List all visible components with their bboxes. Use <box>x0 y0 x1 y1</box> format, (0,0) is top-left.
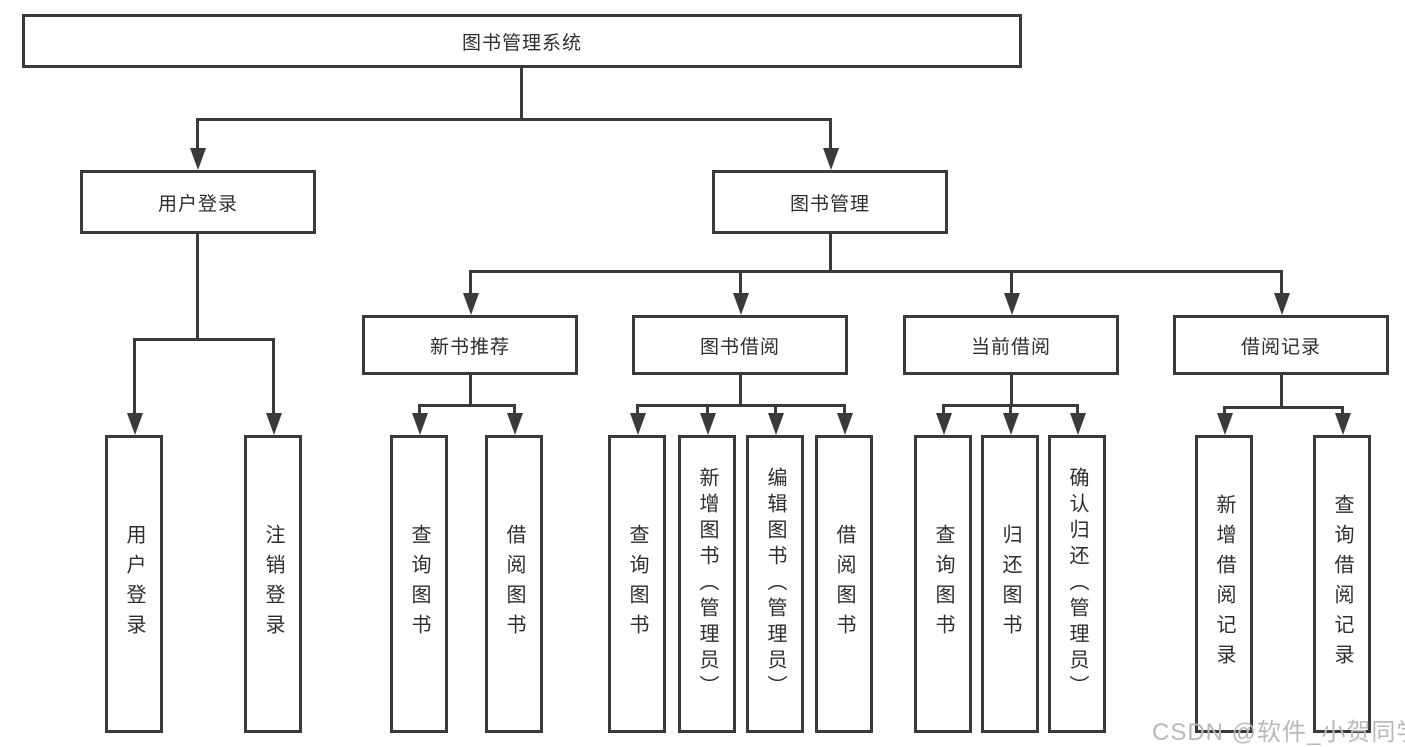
arrow-cb-query-book <box>936 413 952 435</box>
leaf-cb-confirm-return-admin: 确认归还（管理员） <box>1048 435 1106 733</box>
arrow-leaf-user-login <box>127 413 143 435</box>
arrow-nbr-query-book <box>412 413 428 435</box>
arrow-cb-confirm-return <box>1070 413 1086 435</box>
leaf-label: 借阅图书 <box>833 524 855 644</box>
arrow-current-borrow <box>1004 293 1020 315</box>
node-book-management: 图书管理 <box>712 170 948 234</box>
connector-nbr-stem <box>469 375 472 407</box>
arrow-cb-return-book <box>1003 413 1019 435</box>
leaf-nbr-query-book: 查询图书 <box>390 435 448 733</box>
leaf-cb-return-book: 归还图书 <box>981 435 1039 733</box>
connector-cb-c1 <box>942 404 945 416</box>
node-label: 图书管理 <box>789 193 870 215</box>
leaf-label: 查询借阅记录 <box>1331 494 1353 674</box>
node-new-book-recommend: 新书推荐 <box>362 315 578 375</box>
leaf-label: 借阅图书 <box>503 524 525 644</box>
connector-to-book-borrow <box>739 270 742 295</box>
leaf-label: 查询图书 <box>408 524 430 644</box>
arrow-bb-borrow-book <box>837 413 853 435</box>
connector-bb-bus <box>637 404 845 407</box>
connector-br-bus <box>1224 406 1343 409</box>
leaf-bb-borrow-book: 借阅图书 <box>815 435 873 733</box>
leaf-logout-login: 注销登录 <box>244 435 302 733</box>
leaf-label: 编辑图书（管理员） <box>764 467 786 701</box>
leaf-cb-query-book: 查询图书 <box>914 435 972 733</box>
connector-bb-c2 <box>706 404 709 416</box>
leaf-bb-query-book: 查询图书 <box>608 435 666 733</box>
arrow-user-login <box>190 148 206 170</box>
arrow-borrow-record <box>1274 293 1290 315</box>
leaf-label: 查询图书 <box>932 524 954 644</box>
node-borrow-record: 借阅记录 <box>1173 315 1389 375</box>
arrow-nbr-borrow-book <box>507 413 523 435</box>
connector-nbr-c1 <box>418 404 421 416</box>
connector-bb-stem <box>739 375 742 407</box>
connector-user-login-bus <box>134 338 275 341</box>
connector-bb-c4 <box>843 404 846 416</box>
leaf-bb-add-book-admin: 新增图书（管理员） <box>678 435 736 733</box>
arrow-bb-query-book <box>630 413 646 435</box>
leaf-br-query-borrow-record: 查询借阅记录 <box>1313 435 1371 733</box>
arrow-br-query-record <box>1335 413 1351 435</box>
arrow-br-add-record <box>1217 413 1233 435</box>
leaf-label: 新增图书（管理员） <box>696 467 718 701</box>
node-label: 新书推荐 <box>429 336 510 358</box>
connector-cb-c3 <box>1076 404 1079 416</box>
arrow-leaf-logout <box>266 413 282 435</box>
connector-nbr-c2 <box>513 404 516 416</box>
leaf-label: 用户登录 <box>123 524 145 644</box>
node-label: 图书借阅 <box>699 336 780 358</box>
leaf-label: 查询图书 <box>626 524 648 644</box>
connector-bb-c1 <box>636 404 639 416</box>
arrow-book-management <box>823 148 839 170</box>
connector-cb-stem <box>1010 375 1013 407</box>
connector-cb-c2 <box>1009 404 1012 416</box>
connector-to-current-borrow <box>1010 270 1013 295</box>
node-label: 图书管理系统 <box>461 32 582 54</box>
leaf-user-login: 用户登录 <box>105 435 163 733</box>
leaf-nbr-borrow-book: 借阅图书 <box>485 435 543 733</box>
leaf-bb-edit-book-admin: 编辑图书（管理员） <box>746 435 804 733</box>
leaf-br-add-borrow-record: 新增借阅记录 <box>1195 435 1253 733</box>
connector-root-bus <box>197 118 832 121</box>
connector-user-login-stem <box>196 234 199 340</box>
connector-book-management-bus <box>470 270 1283 273</box>
connector-to-borrow-record <box>1280 270 1283 295</box>
arrow-book-borrow <box>733 293 749 315</box>
connector-br-c1 <box>1223 406 1226 416</box>
leaf-label: 确认归还（管理员） <box>1066 467 1088 701</box>
connector-root-to-book-management <box>829 118 832 152</box>
node-label: 当前借阅 <box>970 336 1051 358</box>
connector-nbr-bus <box>419 404 516 407</box>
node-user-login: 用户登录 <box>80 170 316 234</box>
connector-to-leaf-user-login <box>133 338 136 415</box>
leaf-label: 归还图书 <box>999 524 1021 644</box>
node-current-borrow: 当前借阅 <box>903 315 1119 375</box>
arrow-new-book-recommend <box>463 293 479 315</box>
connector-br-c2 <box>1341 406 1344 416</box>
connector-bb-c3 <box>774 404 777 416</box>
connector-root-to-user-login <box>196 118 199 152</box>
csdn-watermark: CSDN @软件_小贺同学 <box>1152 719 1405 746</box>
connector-root-stem <box>520 68 523 120</box>
connector-to-new-book-recommend <box>469 270 472 295</box>
leaf-label: 新增借阅记录 <box>1213 494 1235 674</box>
node-library-management-system: 图书管理系统 <box>22 14 1022 68</box>
connector-br-stem <box>1280 375 1283 409</box>
node-book-borrow: 图书借阅 <box>632 315 848 375</box>
node-label: 借阅记录 <box>1240 336 1321 358</box>
leaf-label: 注销登录 <box>262 524 284 644</box>
arrow-bb-add-book <box>700 413 716 435</box>
connector-to-leaf-logout <box>272 338 275 415</box>
connector-book-management-stem <box>829 234 832 272</box>
node-label: 用户登录 <box>157 193 238 215</box>
arrow-bb-edit-book <box>768 413 784 435</box>
